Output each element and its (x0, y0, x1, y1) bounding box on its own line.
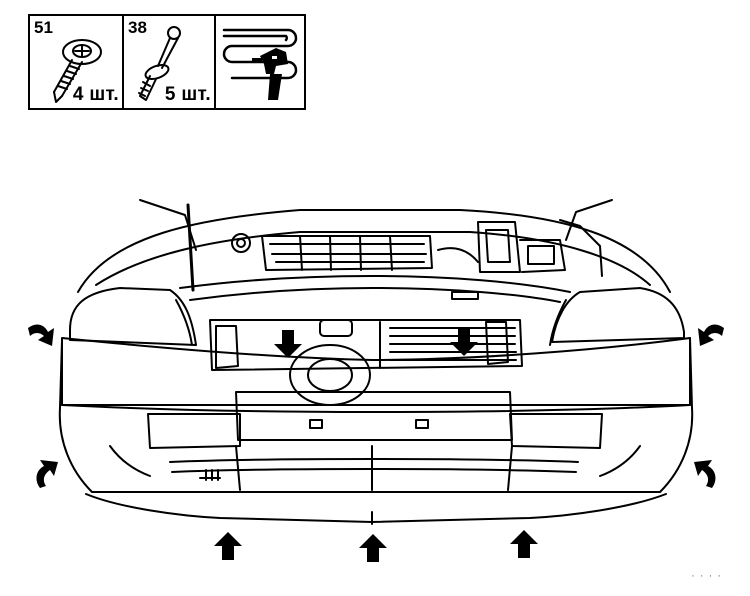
part-number: 51 (34, 18, 53, 37)
curved-arrow (694, 460, 716, 488)
quantity-label: 5 шт. (164, 84, 211, 105)
bumper-upper (61, 337, 691, 406)
quantity-label: 4 шт. (72, 84, 119, 105)
air-box (477, 221, 521, 273)
legend-cell-screw: 51 4 шт. (30, 16, 124, 108)
legend-cell-paint (216, 16, 304, 108)
hood-edge-left (139, 199, 197, 251)
engine-block (261, 235, 433, 271)
up-arrow (510, 530, 538, 558)
down-arrow (450, 328, 478, 356)
washer-screw-icon (53, 39, 102, 103)
fastener-legend: 51 4 шт. 38 5 шт. (28, 14, 306, 110)
curved-arrow (28, 324, 54, 346)
push-clip-rivet-icon (138, 26, 181, 101)
page-mark: · · · · (691, 570, 722, 582)
legend-cell-clip: 38 5 шт. (124, 16, 216, 108)
radiator (209, 319, 523, 371)
up-arrow (214, 532, 242, 560)
grille (169, 458, 579, 473)
curved-arrow (36, 460, 58, 488)
curved-arrow (698, 324, 724, 346)
engine-bay-outline (77, 209, 671, 293)
licence-plate-area (235, 391, 513, 441)
part-number: 38 (128, 18, 147, 37)
down-arrow (274, 330, 302, 358)
fastener-arrows (214, 328, 538, 562)
up-arrow (359, 534, 387, 562)
spray-gun-paint-icon (222, 28, 298, 100)
headlamp-left (69, 287, 197, 346)
bumper-spoiler (85, 493, 667, 523)
front-panel (179, 275, 571, 293)
side-arrows (28, 324, 724, 488)
bumper-lower (58, 407, 694, 493)
headlamp-right (551, 287, 685, 343)
hood-edge-right (565, 199, 613, 241)
